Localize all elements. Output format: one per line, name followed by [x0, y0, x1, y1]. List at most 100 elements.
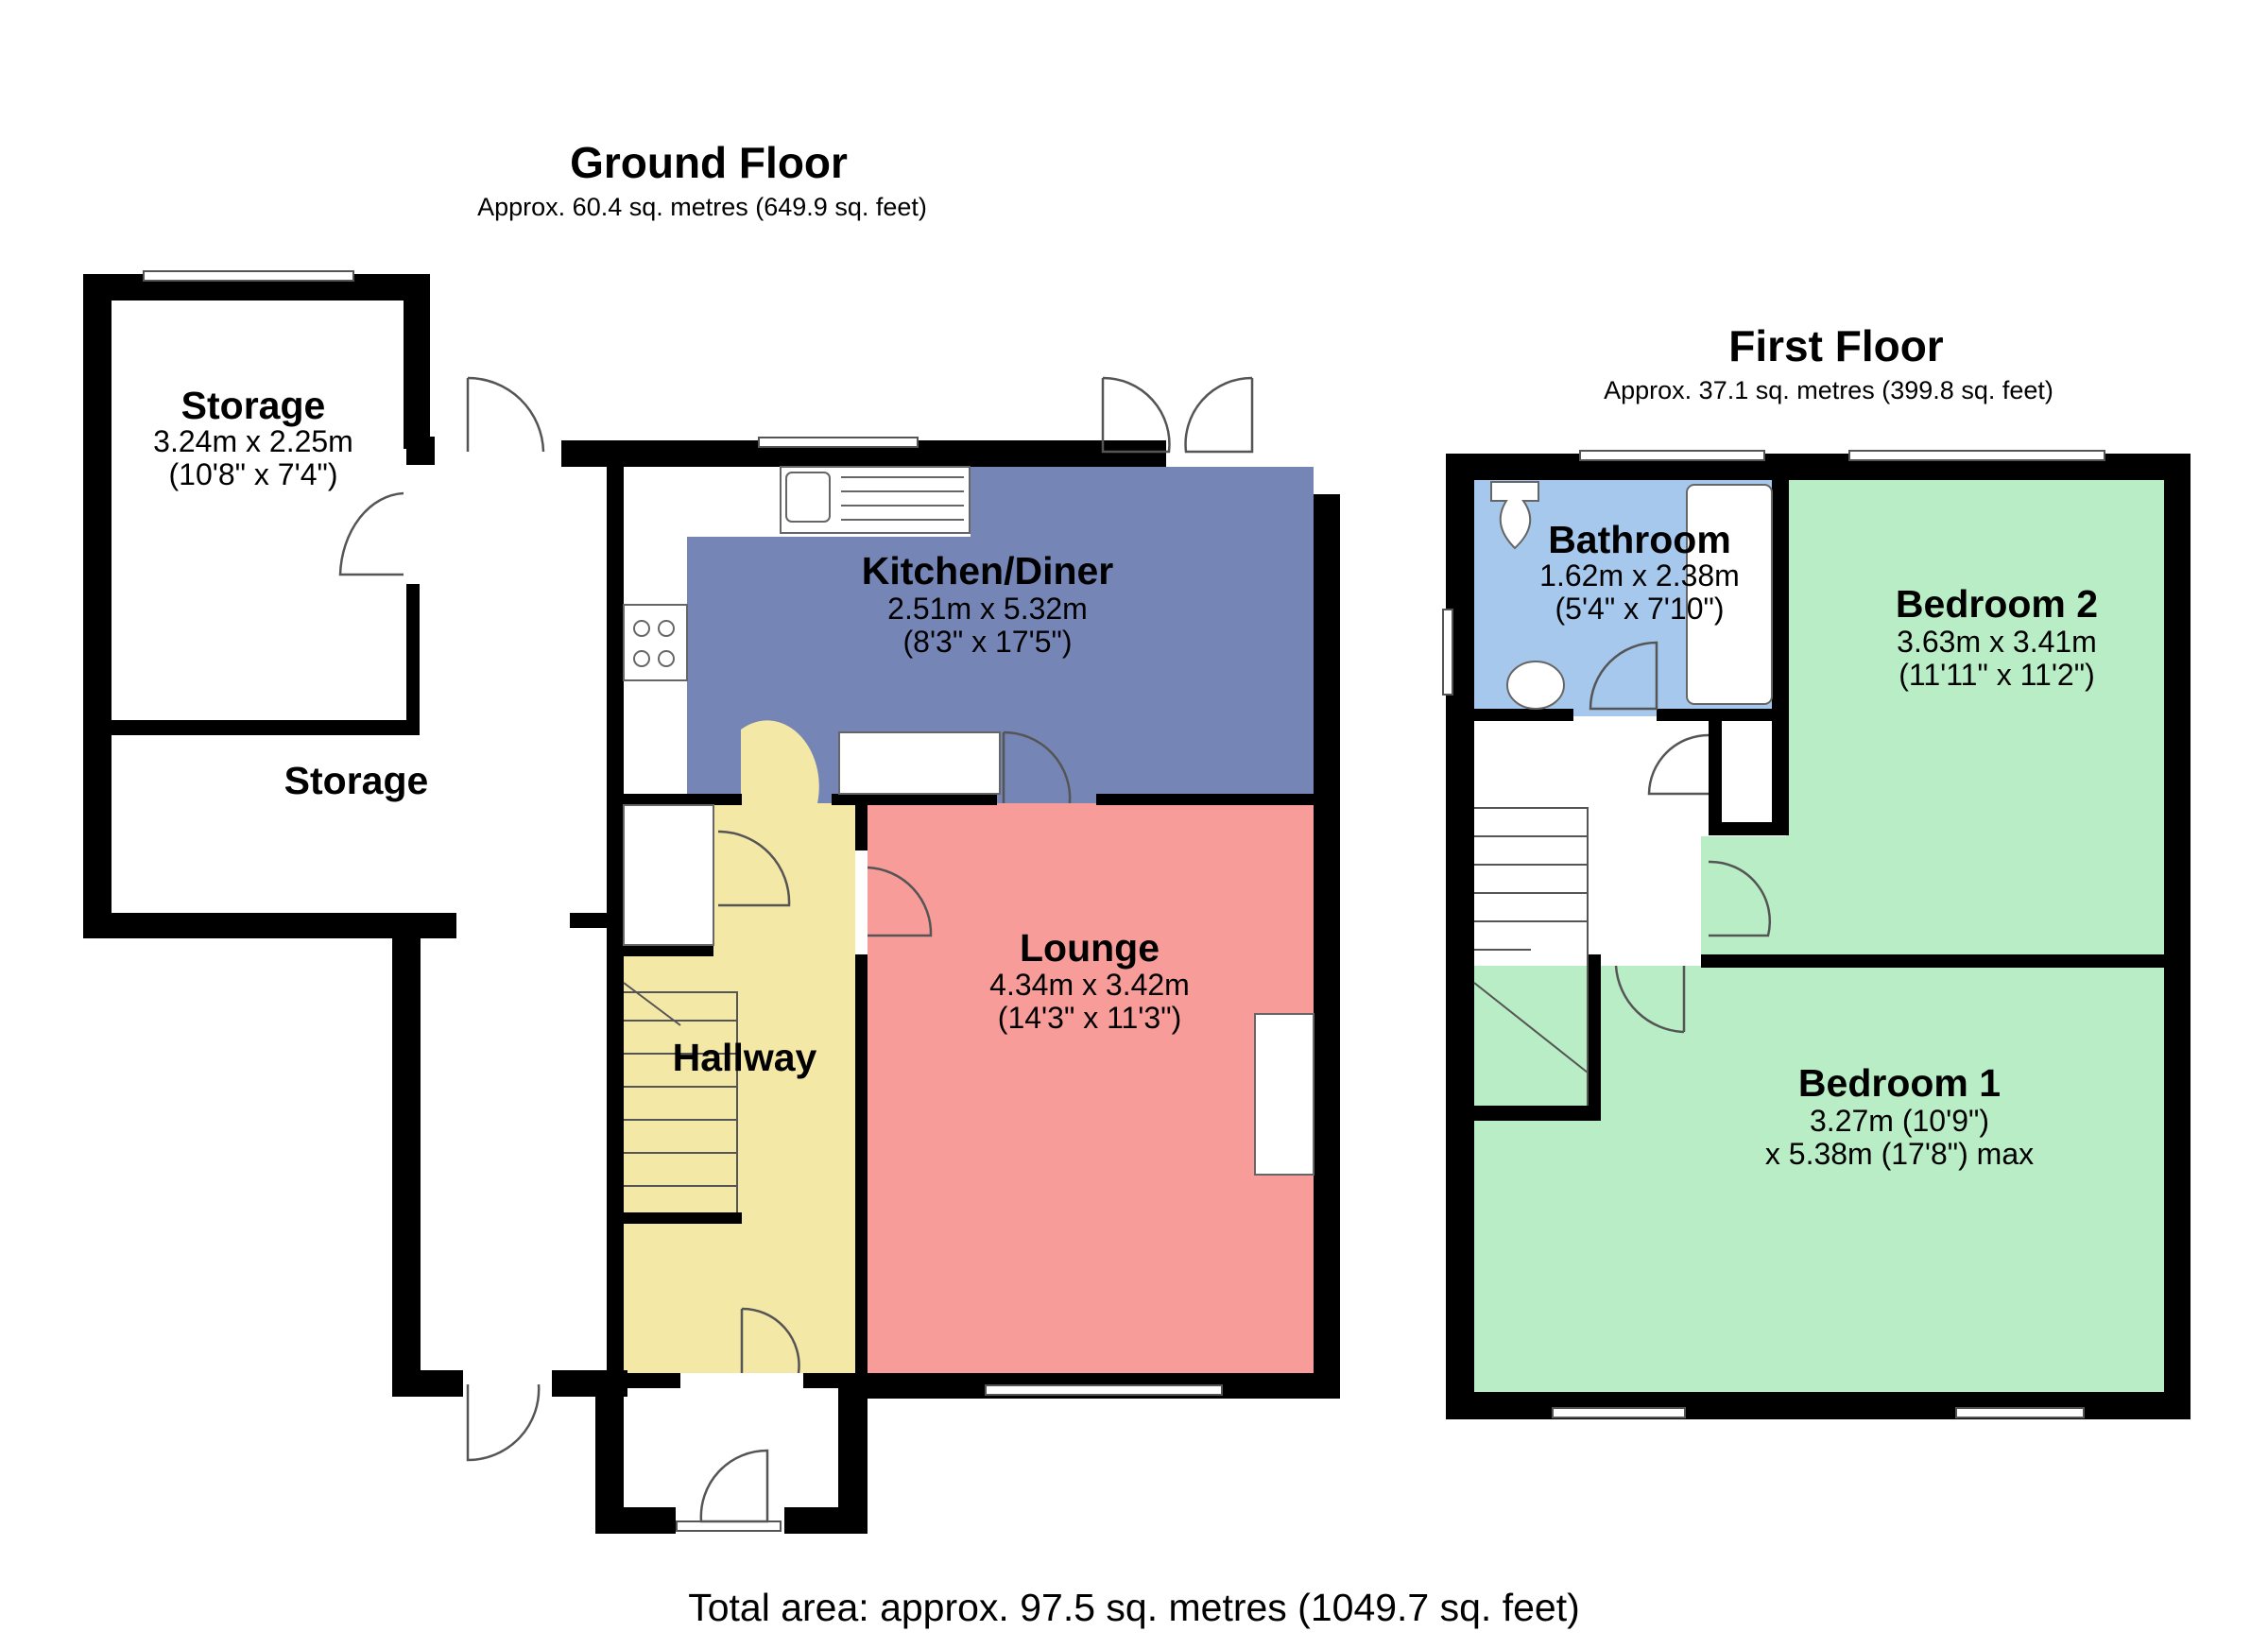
storage-2-name: Storage — [284, 759, 429, 802]
door — [867, 866, 933, 937]
bedroom-2-name: Bedroom 2 — [1896, 582, 2098, 626]
wall — [1709, 721, 1722, 822]
hob — [623, 604, 688, 681]
bathroom-dims: 1.62m x 2.38m — [1539, 558, 1740, 593]
bedroom-2-dims-imperial: (11'11" x 11'2") — [1899, 658, 2094, 692]
hallway-name: Hallway — [673, 1036, 817, 1079]
wall — [1657, 709, 1789, 721]
wall — [624, 945, 713, 956]
toilet-icon — [1490, 481, 1539, 550]
wall — [570, 913, 624, 928]
lounge-dims-imperial: (14'3" x 11'3") — [998, 1001, 1181, 1035]
kitchen-diner-dims: 2.51m x 5.32m — [887, 592, 1088, 626]
first-floor-area: Approx. 37.1 sq. metres (399.8 sq. feet) — [1604, 376, 2053, 404]
wall — [855, 954, 868, 1375]
wall — [1772, 480, 1789, 834]
door — [1647, 733, 1710, 796]
door — [1184, 376, 1254, 454]
wall — [1446, 454, 1474, 1419]
window — [758, 437, 919, 448]
wall — [1474, 709, 1573, 721]
door — [699, 1449, 769, 1523]
wall — [1474, 1106, 1597, 1121]
bedroom-1-name: Bedroom 1 — [1798, 1061, 2001, 1105]
hob-ring-icon — [658, 650, 675, 667]
door — [467, 376, 545, 453]
door — [1614, 965, 1685, 1034]
bedroom-2-dims: 3.63m x 3.41m — [1897, 625, 2097, 659]
window — [143, 270, 354, 282]
kitchen-diner-name: Kitchen/Diner — [862, 549, 1114, 593]
ground-floor-plan — [83, 270, 1340, 1534]
wall — [1096, 794, 1314, 805]
wall — [784, 1507, 868, 1534]
wall — [2164, 454, 2191, 1419]
sink-icon — [785, 472, 831, 523]
hob-ring-icon — [658, 620, 675, 637]
wall — [838, 1373, 868, 1534]
bath — [1686, 484, 1773, 705]
lounge-fill — [868, 803, 1314, 1373]
lounge-name: Lounge — [1020, 926, 1160, 970]
wall — [855, 803, 868, 850]
window — [676, 1520, 782, 1532]
kitchen-diner-fill — [687, 467, 1314, 803]
bedroom-1-dims: 3.27m (10'9") — [1810, 1104, 1989, 1138]
wall — [83, 274, 112, 938]
storage-1-name: Storage — [181, 384, 326, 427]
wall — [1709, 822, 1789, 835]
wall — [112, 720, 420, 735]
bedroom-2-fill — [1786, 480, 2164, 954]
wall — [624, 794, 742, 805]
kitchen-diner-dims-imperial: (8'3" x 17'5") — [902, 625, 1072, 659]
door — [1101, 376, 1171, 454]
first-floor-plan — [1442, 450, 2191, 1419]
basin-icon — [1506, 661, 1565, 710]
kitchen-unit — [838, 731, 1001, 795]
wall — [595, 1507, 676, 1534]
ground-floor-area: Approx. 60.4 sq. metres (649.9 sq. feet) — [477, 193, 927, 221]
wall — [406, 437, 435, 465]
wall — [406, 584, 420, 720]
door — [741, 1307, 800, 1374]
wall — [624, 1212, 742, 1224]
door — [466, 1383, 541, 1462]
bedroom-1-fill — [1474, 966, 2164, 1392]
wall — [595, 1373, 624, 1534]
window — [1552, 1407, 1686, 1418]
wall — [1588, 954, 1601, 1121]
door — [1708, 860, 1772, 937]
staircase — [623, 982, 738, 1212]
wall — [392, 926, 421, 1397]
staircase — [1473, 807, 1589, 1106]
door — [1003, 730, 1072, 804]
bedroom-1-dims-extra: x 5.38m (17'8") max — [1765, 1137, 2034, 1171]
wall — [404, 274, 430, 449]
door — [1589, 641, 1658, 711]
wall — [832, 794, 997, 805]
window — [1442, 609, 1453, 696]
storage-1-dims: 3.24m x 2.25m — [153, 424, 353, 458]
hob-ring-icon — [633, 620, 650, 637]
first-floor-title: First Floor — [1728, 321, 1944, 370]
window — [1955, 1407, 2085, 1418]
window — [1848, 450, 2105, 461]
door — [717, 830, 791, 907]
hallway-door-arc-fill — [741, 720, 819, 803]
wall — [392, 1370, 463, 1397]
door — [338, 491, 404, 576]
total-area: Total area: approx. 97.5 sq. metres (104… — [688, 1586, 1580, 1629]
storage-1-dims-imperial: (10'8" x 7'4") — [168, 457, 337, 491]
wall — [1314, 494, 1340, 1399]
bathroom-dims-imperial: (5'4" x 7'10") — [1555, 592, 1724, 626]
lounge-dims: 4.34m x 3.42m — [989, 968, 1190, 1002]
bathroom-name: Bathroom — [1548, 518, 1731, 561]
window — [985, 1384, 1223, 1396]
window — [1579, 450, 1765, 461]
wall — [1701, 954, 2164, 968]
cupboard — [623, 804, 714, 946]
fireplace — [1254, 1013, 1314, 1176]
ground-floor-title: Ground Floor — [570, 138, 848, 187]
hob-ring-icon — [633, 650, 650, 667]
